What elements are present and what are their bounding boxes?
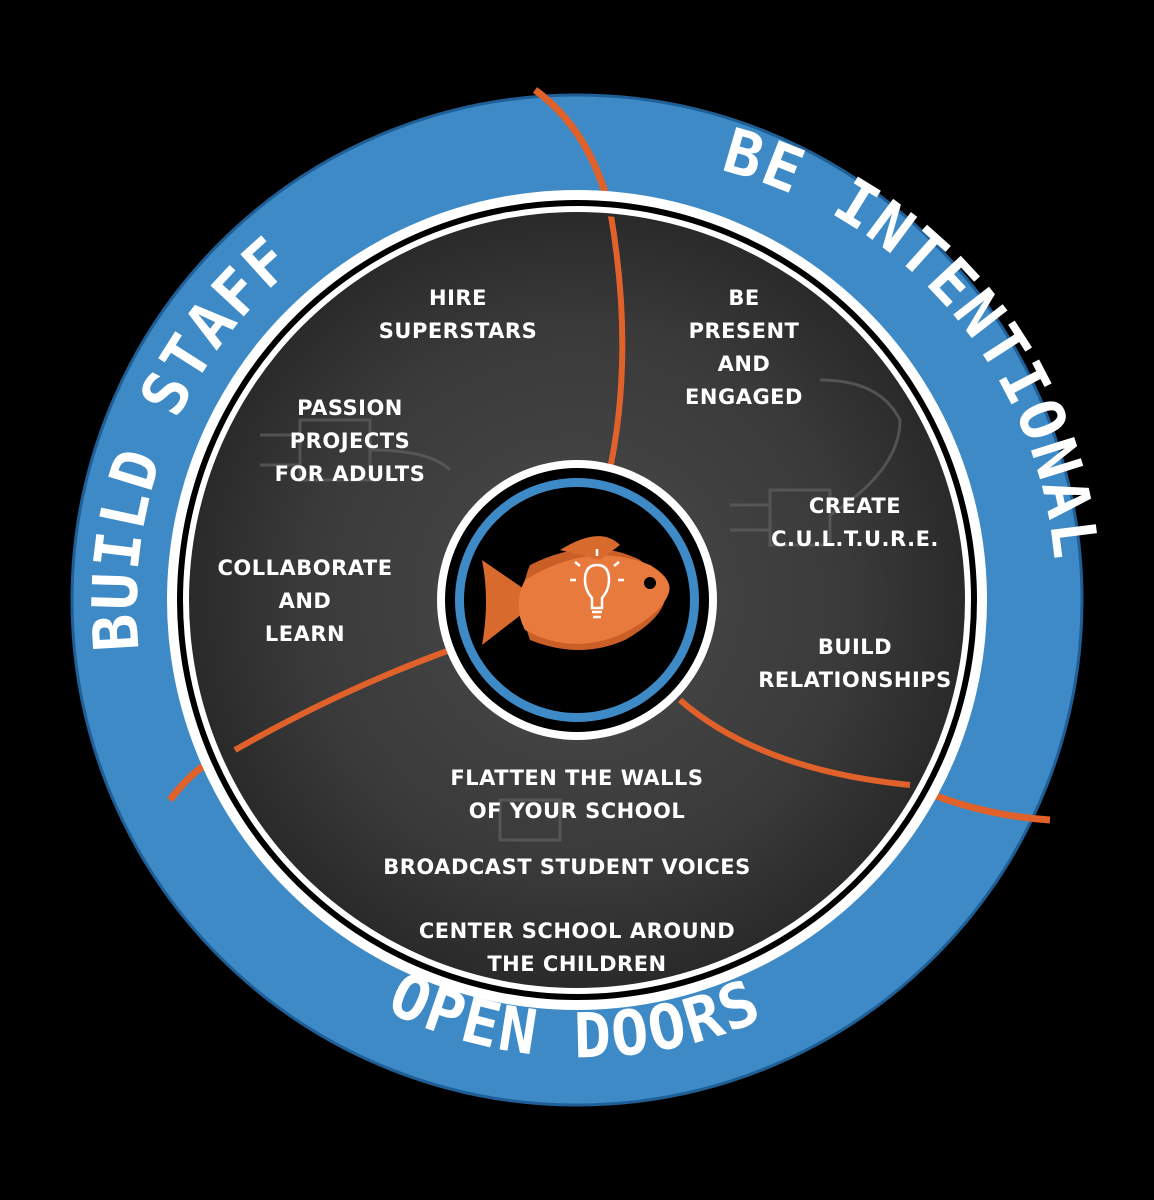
be-present-engaged-label: BE PRESENT AND ENGAGED <box>644 282 844 414</box>
text-line: SUPERSTARS <box>378 319 538 343</box>
text-line: CREATE <box>808 494 902 518</box>
text-line: CENTER SCHOOL AROUND <box>418 919 736 943</box>
outer-ring-edge <box>70 93 1084 1107</box>
broadcast-voices-label: BROADCAST STUDENT VOICES <box>347 851 787 884</box>
hire-superstars-label: HIRE SUPERSTARS <box>358 282 558 348</box>
text-line: PROJECTS <box>289 429 411 453</box>
collaborate-learn-label: COLLABORATE AND LEARN <box>195 552 415 651</box>
text-line: AND <box>717 352 771 376</box>
text-line: OF YOUR SCHOOL <box>468 799 686 823</box>
center-school-label: CENTER SCHOOL AROUND THE CHILDREN <box>377 915 777 981</box>
text-line: AND <box>278 589 332 613</box>
text-line: COLLABORATE <box>217 556 393 580</box>
text-line: RELATIONSHIPS <box>758 668 952 692</box>
fish-lightbulb-logo-icon <box>482 536 670 650</box>
plug-sketch-icon <box>260 378 902 842</box>
text-line: LEARN <box>264 622 346 646</box>
text-line: FOR ADULTS <box>274 462 426 486</box>
text-line: PRESENT <box>688 319 800 343</box>
text-line: THE CHILDREN <box>487 952 667 976</box>
text-line: FLATTEN THE WALLS <box>450 766 704 790</box>
passion-projects-label: PASSION PROJECTS FOR ADULTS <box>250 392 450 491</box>
text-line: BUILD <box>817 635 893 659</box>
text-line: C.U.L.T.U.R.E. <box>771 527 939 551</box>
build-relationships-label: BUILD RELATIONSHIPS <box>745 631 965 697</box>
text-line: BE <box>728 286 760 310</box>
text-line: ENGAGED <box>685 385 803 409</box>
text-line: PASSION <box>297 396 403 420</box>
text-line: BROADCAST STUDENT VOICES <box>383 855 751 879</box>
text-line: HIRE <box>429 286 487 310</box>
flatten-walls-label: FLATTEN THE WALLS OF YOUR SCHOOL <box>417 762 737 828</box>
create-culture-label: CREATE C.U.L.T.U.R.E. <box>745 490 965 556</box>
